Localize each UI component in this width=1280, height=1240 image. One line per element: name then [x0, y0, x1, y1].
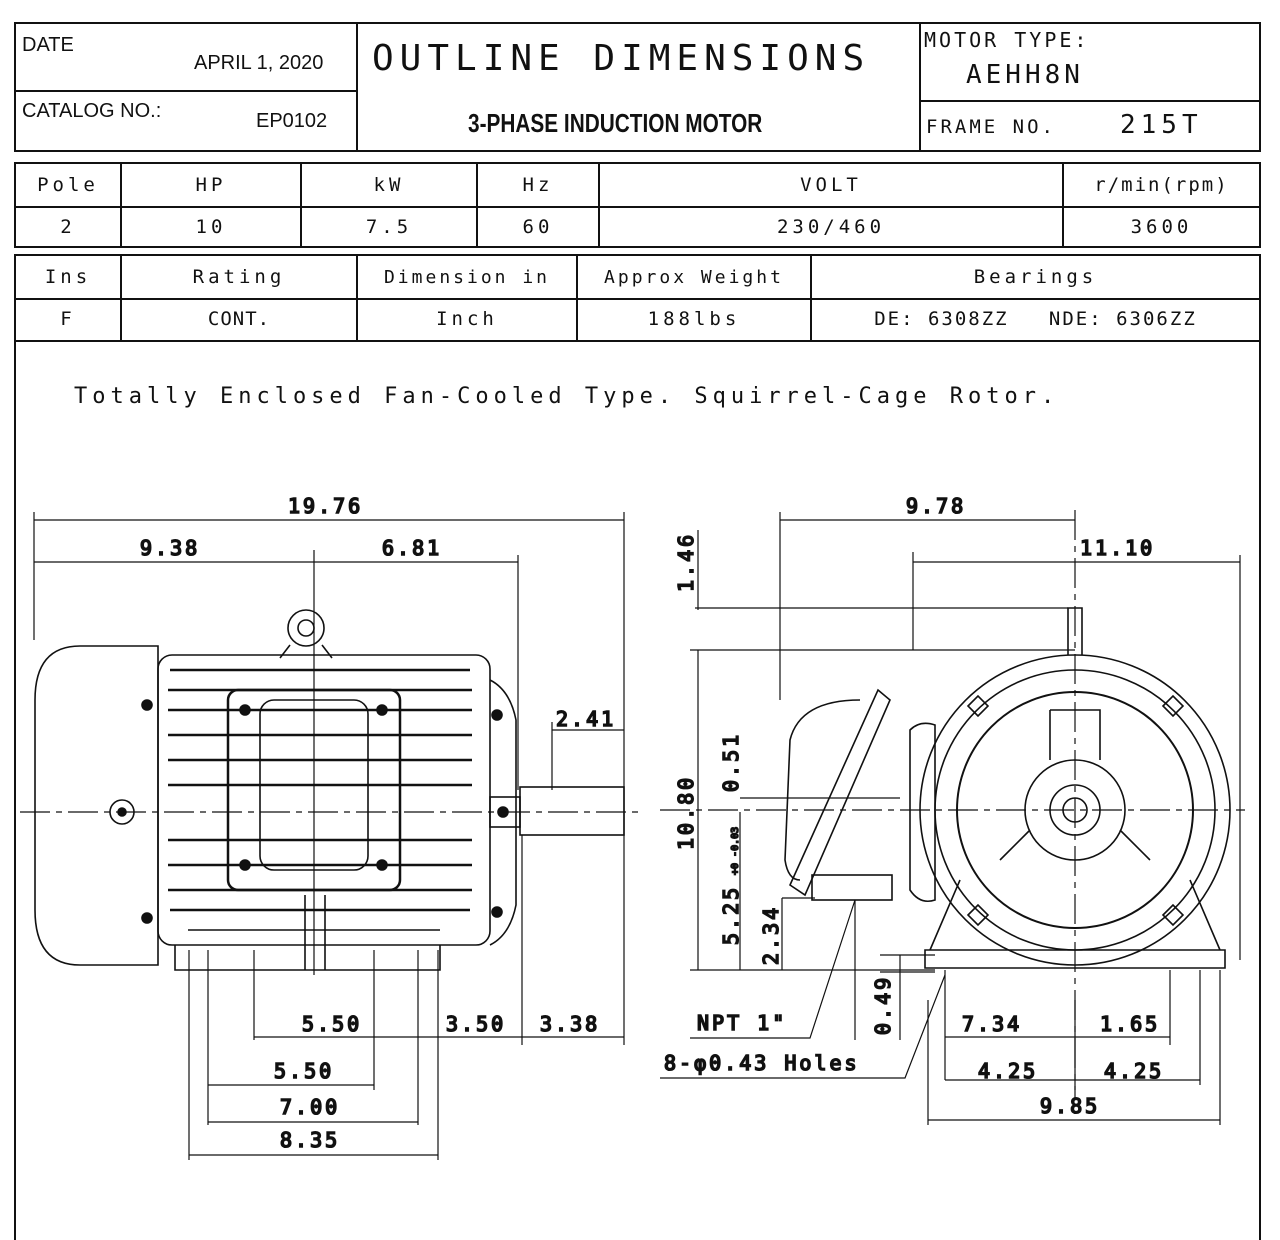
value-hz: 60 — [478, 206, 600, 248]
dim-base-8-35: 8.35 — [280, 1128, 340, 1152]
holes-label: 8-φ0.43 Holes — [664, 1051, 860, 1075]
value-bearings: DE: 6308ZZ NDE: 6306ZZ — [874, 308, 1197, 330]
dim-height-10-80: 10.80 — [674, 775, 698, 850]
spec-table-1: Pole HP kW Hz VOLT r/min(rpm) 2 10 7.5 6… — [14, 162, 1261, 248]
value-kw: 7.5 — [302, 206, 478, 248]
dim-1-65: 1.65 — [1100, 1012, 1160, 1036]
dim-height-2-34: 2.34 — [759, 905, 783, 965]
dim-4-25-left: 4.25 — [978, 1059, 1038, 1083]
value-pole: 2 — [16, 206, 122, 248]
header-hz: Hz — [478, 164, 600, 206]
dim-shaft-ext: 3.38 — [540, 1012, 600, 1036]
motor-type-label: MOTOR TYPE: — [924, 28, 1090, 52]
dim-4-25-right: 4.25 — [1104, 1059, 1164, 1083]
catalog-value: EP0102 — [256, 110, 328, 132]
title-block: DATE APRIL 1, 2020 CATALOG NO.: EP0102 O… — [14, 22, 1261, 152]
header-kw: kW — [302, 164, 478, 206]
header-hp: HP — [122, 164, 302, 206]
date-label: DATE — [22, 34, 74, 56]
dim-overall-length: 19.76 — [288, 494, 363, 518]
frame-label: FRAME NO. — [926, 116, 1056, 138]
end-view-motor — [784, 607, 1231, 969]
dim-9-85: 9.85 — [1040, 1094, 1100, 1118]
date-value: APRIL 1, 2020 — [194, 52, 324, 74]
dim-shaft-height: 5.25 — [719, 885, 743, 945]
header-volt: VOLT — [600, 164, 1064, 206]
spec-table-2: Ins Rating Dimension in Approx Weight Be… — [14, 254, 1261, 342]
page-title: OUTLINE DIMENSIONS — [372, 38, 871, 79]
header-bearings: Bearings — [973, 266, 1098, 288]
value-volt: 230/460 — [600, 206, 1064, 248]
dim-width-11-10: 11.10 — [1080, 536, 1155, 560]
dim-center-to-shaft: 6.81 — [382, 536, 442, 560]
value-rating: CONT. — [122, 298, 358, 340]
header-ins: Ins — [16, 256, 122, 298]
npt-label: NPT 1" — [697, 1011, 787, 1035]
value-hp: 10 — [122, 206, 302, 248]
dim-base-5-50-upper: 5.50 — [302, 1012, 362, 1036]
header-pole: Pole — [16, 164, 122, 206]
catalog-label: CATALOG NO.: — [22, 100, 162, 122]
value-dimension: Inch — [358, 298, 578, 340]
page-subtitle: 3-PHASE INDUCTION MOTOR — [468, 108, 763, 138]
end-view-dimension-lines — [660, 510, 1245, 1125]
side-view-dimension-lines — [20, 512, 640, 1160]
motor-description: Totally Enclosed Fan-Cooled Type. Squirr… — [74, 384, 1060, 409]
drawing-frame — [14, 340, 1261, 1240]
frame-value: 215T — [1120, 110, 1203, 140]
header-dimension: Dimension in — [358, 256, 578, 298]
dim-7-34: 7.34 — [962, 1012, 1022, 1036]
dim-width-9-78: 9.78 — [906, 494, 966, 518]
header-rpm: r/min(rpm) — [1094, 174, 1229, 196]
dim-shaft-length: 2.41 — [556, 707, 616, 731]
dim-foot-to-end: 3.50 — [446, 1012, 506, 1036]
header-weight: Approx Weight — [578, 256, 812, 298]
dim-base-5-50-lower: 5.50 — [274, 1059, 334, 1083]
value-ins: F — [16, 298, 122, 340]
dim-height-1-46: 1.46 — [674, 532, 698, 592]
dim-shaft-tolerance: +0 -0.03 — [730, 827, 741, 875]
dim-base-7-00: 7.00 — [280, 1095, 340, 1119]
value-weight: 188lbs — [578, 298, 812, 340]
value-rpm: 3600 — [1130, 216, 1193, 238]
header-rating: Rating — [122, 256, 358, 298]
dim-fan-to-center: 9.38 — [140, 536, 200, 560]
dim-foot-0-49: 0.49 — [871, 975, 895, 1035]
dim-height-0-51: 0.51 — [719, 732, 743, 792]
side-view-motor — [34, 609, 625, 971]
motor-type-value: AEHH8N — [966, 60, 1084, 90]
